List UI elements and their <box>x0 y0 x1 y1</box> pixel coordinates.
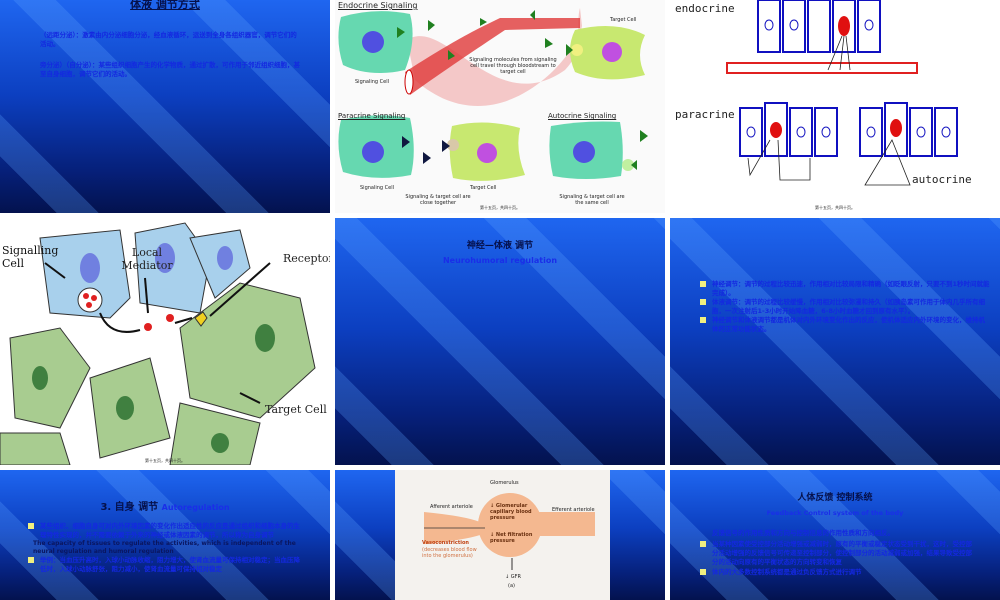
label: Vasoconstriction <box>422 540 469 546</box>
receptor-label: Receptor <box>283 252 330 265</box>
glomerulus-diagram <box>424 493 595 570</box>
slide-title: 人体反馈 控制系统 <box>797 493 873 503</box>
bullet-item: 某些组织、细胞自身可对内外环境因素的变化作出适应性的反应是通过组织和细胞本身的生… <box>28 522 303 540</box>
blood-vessel <box>407 8 582 106</box>
bullet-text: 神经调节：调节的过程比较迅速，作用相对比较局限和精确（如眨眼反射，只要不到1秒时… <box>712 280 990 297</box>
slide-thumbnail-5[interactable]: 神经—体液 调节 Neurohumoral regulation <box>335 218 665 465</box>
bullet-item: 体内的大多数控制系统都是通过负反馈方式进行调节 <box>700 568 975 577</box>
local-mediator-diagram <box>0 222 316 465</box>
blood-vessel-tube <box>405 18 580 95</box>
label: Target Cell <box>610 17 637 23</box>
slide-text: 反馈信号的作用性质和方向与控制信息的作用性质和方向相反。 <box>712 529 894 537</box>
label: Afferent arteriole <box>430 504 473 510</box>
label: (decreases blood flow into the glomerulu… <box>422 547 477 559</box>
label: Signaling Cell <box>355 79 390 85</box>
slide-title: 3. 自身 调节 Autoregulation <box>0 498 330 513</box>
gfr-figure: Glomerulus Afferent arteriole Efferent a… <box>395 470 610 600</box>
slide-text: （远距分泌）：激素由内分泌细胞分泌，经血液循环，运送到全身各组织器官，调节它们的… <box>40 31 297 48</box>
slide-thumbnail-8[interactable]: Glomerulus Afferent arteriole Efferent a… <box>335 470 665 600</box>
bullet-text: 某些组织、细胞自身可对内外环境因素的变化作出适应性的反应是通过组织和细胞本身的生… <box>40 522 300 539</box>
local-mediator-label: Local Mediator <box>121 246 173 272</box>
label: ↓ Glomerular capillary blood pressure <box>490 503 532 521</box>
label: Signaling & target cell are the same cel… <box>559 194 625 206</box>
bullet-icon <box>700 541 706 547</box>
bullet-item: 神经调节：调节的过程比较迅速，作用相对比较局限和精确（如眨眼反射，只要不到1秒时… <box>700 280 990 298</box>
slide-thumbnail-7[interactable]: 3. 自身 调节 Autoregulation 某些组织、细胞自身可对内外环境因… <box>0 470 330 600</box>
autocrine-label: autocrine <box>912 173 972 186</box>
cell-signaling-diagram <box>338 8 648 181</box>
label: Efferent arteriole <box>552 507 595 513</box>
slide-thumbnail-2[interactable]: Endocrine Signaling Signaling Cell Targe… <box>335 0 665 213</box>
label: (a) <box>508 583 515 589</box>
label: Signaling & target cell are close togeth… <box>405 194 471 206</box>
bullet-text: 体液调节：调节的过程比较缓慢，作用相对比较弥漫和持久（如胰岛素可作用于体内几乎所… <box>712 298 985 315</box>
slide-subtitle: Neurohumoral regulation <box>442 256 558 265</box>
slide-thumbnail-9[interactable]: 人体反馈 控制系统 Feedback Control system of the… <box>670 470 1000 600</box>
slide-thumbnail-1[interactable]: 体液 调节方式 （远距分泌）：激素由内分泌细胞分泌，经血液循环，运送到全身各组织… <box>0 0 330 213</box>
label: ↓ Net filtration pressure <box>490 532 533 544</box>
bullet-text: 神经调节和体液调节都是机体对内外环境变化作出的反应，使机体适应内外环境的变化，维… <box>712 316 985 333</box>
bullet-item: 神经调节和体液调节都是机体对内外环境变化作出的反应，使机体适应内外环境的变化，维… <box>700 316 990 334</box>
slide-footer: 第十五页，共四十页。 <box>145 458 185 463</box>
bullet-icon <box>700 569 706 575</box>
bullet-icon <box>28 523 34 529</box>
slide-footer: 第十五页，共四十页。 <box>480 205 520 210</box>
slide-thumbnail-3[interactable]: endocrine paracrine autocrine 第十五页，共四十页。 <box>670 0 1000 213</box>
bullet-icon <box>700 317 706 323</box>
label: ↓ GFR <box>505 574 522 580</box>
bullet-text: 当某种因素使受控部分活动增强或减弱时，原有的平衡或稳定状态受到干扰，这时，受控部… <box>712 540 972 566</box>
label: Signaling Cell <box>360 185 395 191</box>
endocrine-label: endocrine <box>675 2 735 15</box>
bullet-item: 举例：当血压升高时，入球小动脉收缩，阻力增大，使肾血流量可保持相对稳定；当血压降… <box>28 556 303 574</box>
bullet-text: 体内的大多数控制系统都是通过负反馈方式进行调节 <box>712 568 862 576</box>
slide-title: 体液 调节方式 <box>130 0 200 11</box>
slide-thumbnail-4[interactable]: Signalling Cell Local Mediator Receptor … <box>0 218 330 465</box>
title-en: Autoregulation <box>161 503 230 512</box>
bullet-icon <box>700 281 706 287</box>
slide-footer: 第十五页，共四十页。 <box>815 205 855 210</box>
target-cell-label: Target Cell <box>265 403 327 416</box>
english-text: The capacity of tissues to regulate the … <box>33 540 296 555</box>
bullet-item: 体液调节：调节的过程比较缓慢，作用相对比较弥漫和持久（如胰岛素可作用于体内几乎所… <box>700 298 990 316</box>
slide-subtitle: Feedback Control system of the body <box>766 509 904 517</box>
paracrine-heading: Paracrine Signaling <box>338 112 406 120</box>
label: Signaling molecules from signaling cell … <box>469 57 557 75</box>
paracrine-label: paracrine <box>675 108 735 121</box>
slide-text: 旁分泌）（自分泌）：某些组织细胞产生的化学物质，通过扩散，可作用于邻近组织细胞，… <box>40 61 300 78</box>
bullet-text: 举例：当血压升高时，入球小动脉收缩，阻力增大，使肾血流量可保持相对稳定；当血压降… <box>40 556 300 573</box>
bullet-icon <box>700 299 706 305</box>
label: Target Cell <box>470 185 497 191</box>
bullet-item: 当某种因素使受控部分活动增强或减弱时，原有的平衡或稳定状态受到干扰，这时，受控部… <box>700 540 975 567</box>
label: Glomerulus <box>490 480 519 486</box>
bullet-icon <box>28 557 34 563</box>
endocrine-paracrine-diagram <box>726 0 958 186</box>
slide-thumbnail-6[interactable]: 神经调节：调节的过程比较迅速，作用相对比较局限和精确（如眨眼反射，只要不到1秒时… <box>670 218 1000 465</box>
autocrine-heading: Autocrine Signaling <box>548 112 617 120</box>
title-cn: 3. 自身 调节 <box>100 502 159 513</box>
endocrine-heading: Endocrine Signaling <box>338 1 418 10</box>
signalling-cell-label: Signalling Cell <box>2 244 59 270</box>
slide-title: 神经—体液 调节 <box>466 241 534 251</box>
